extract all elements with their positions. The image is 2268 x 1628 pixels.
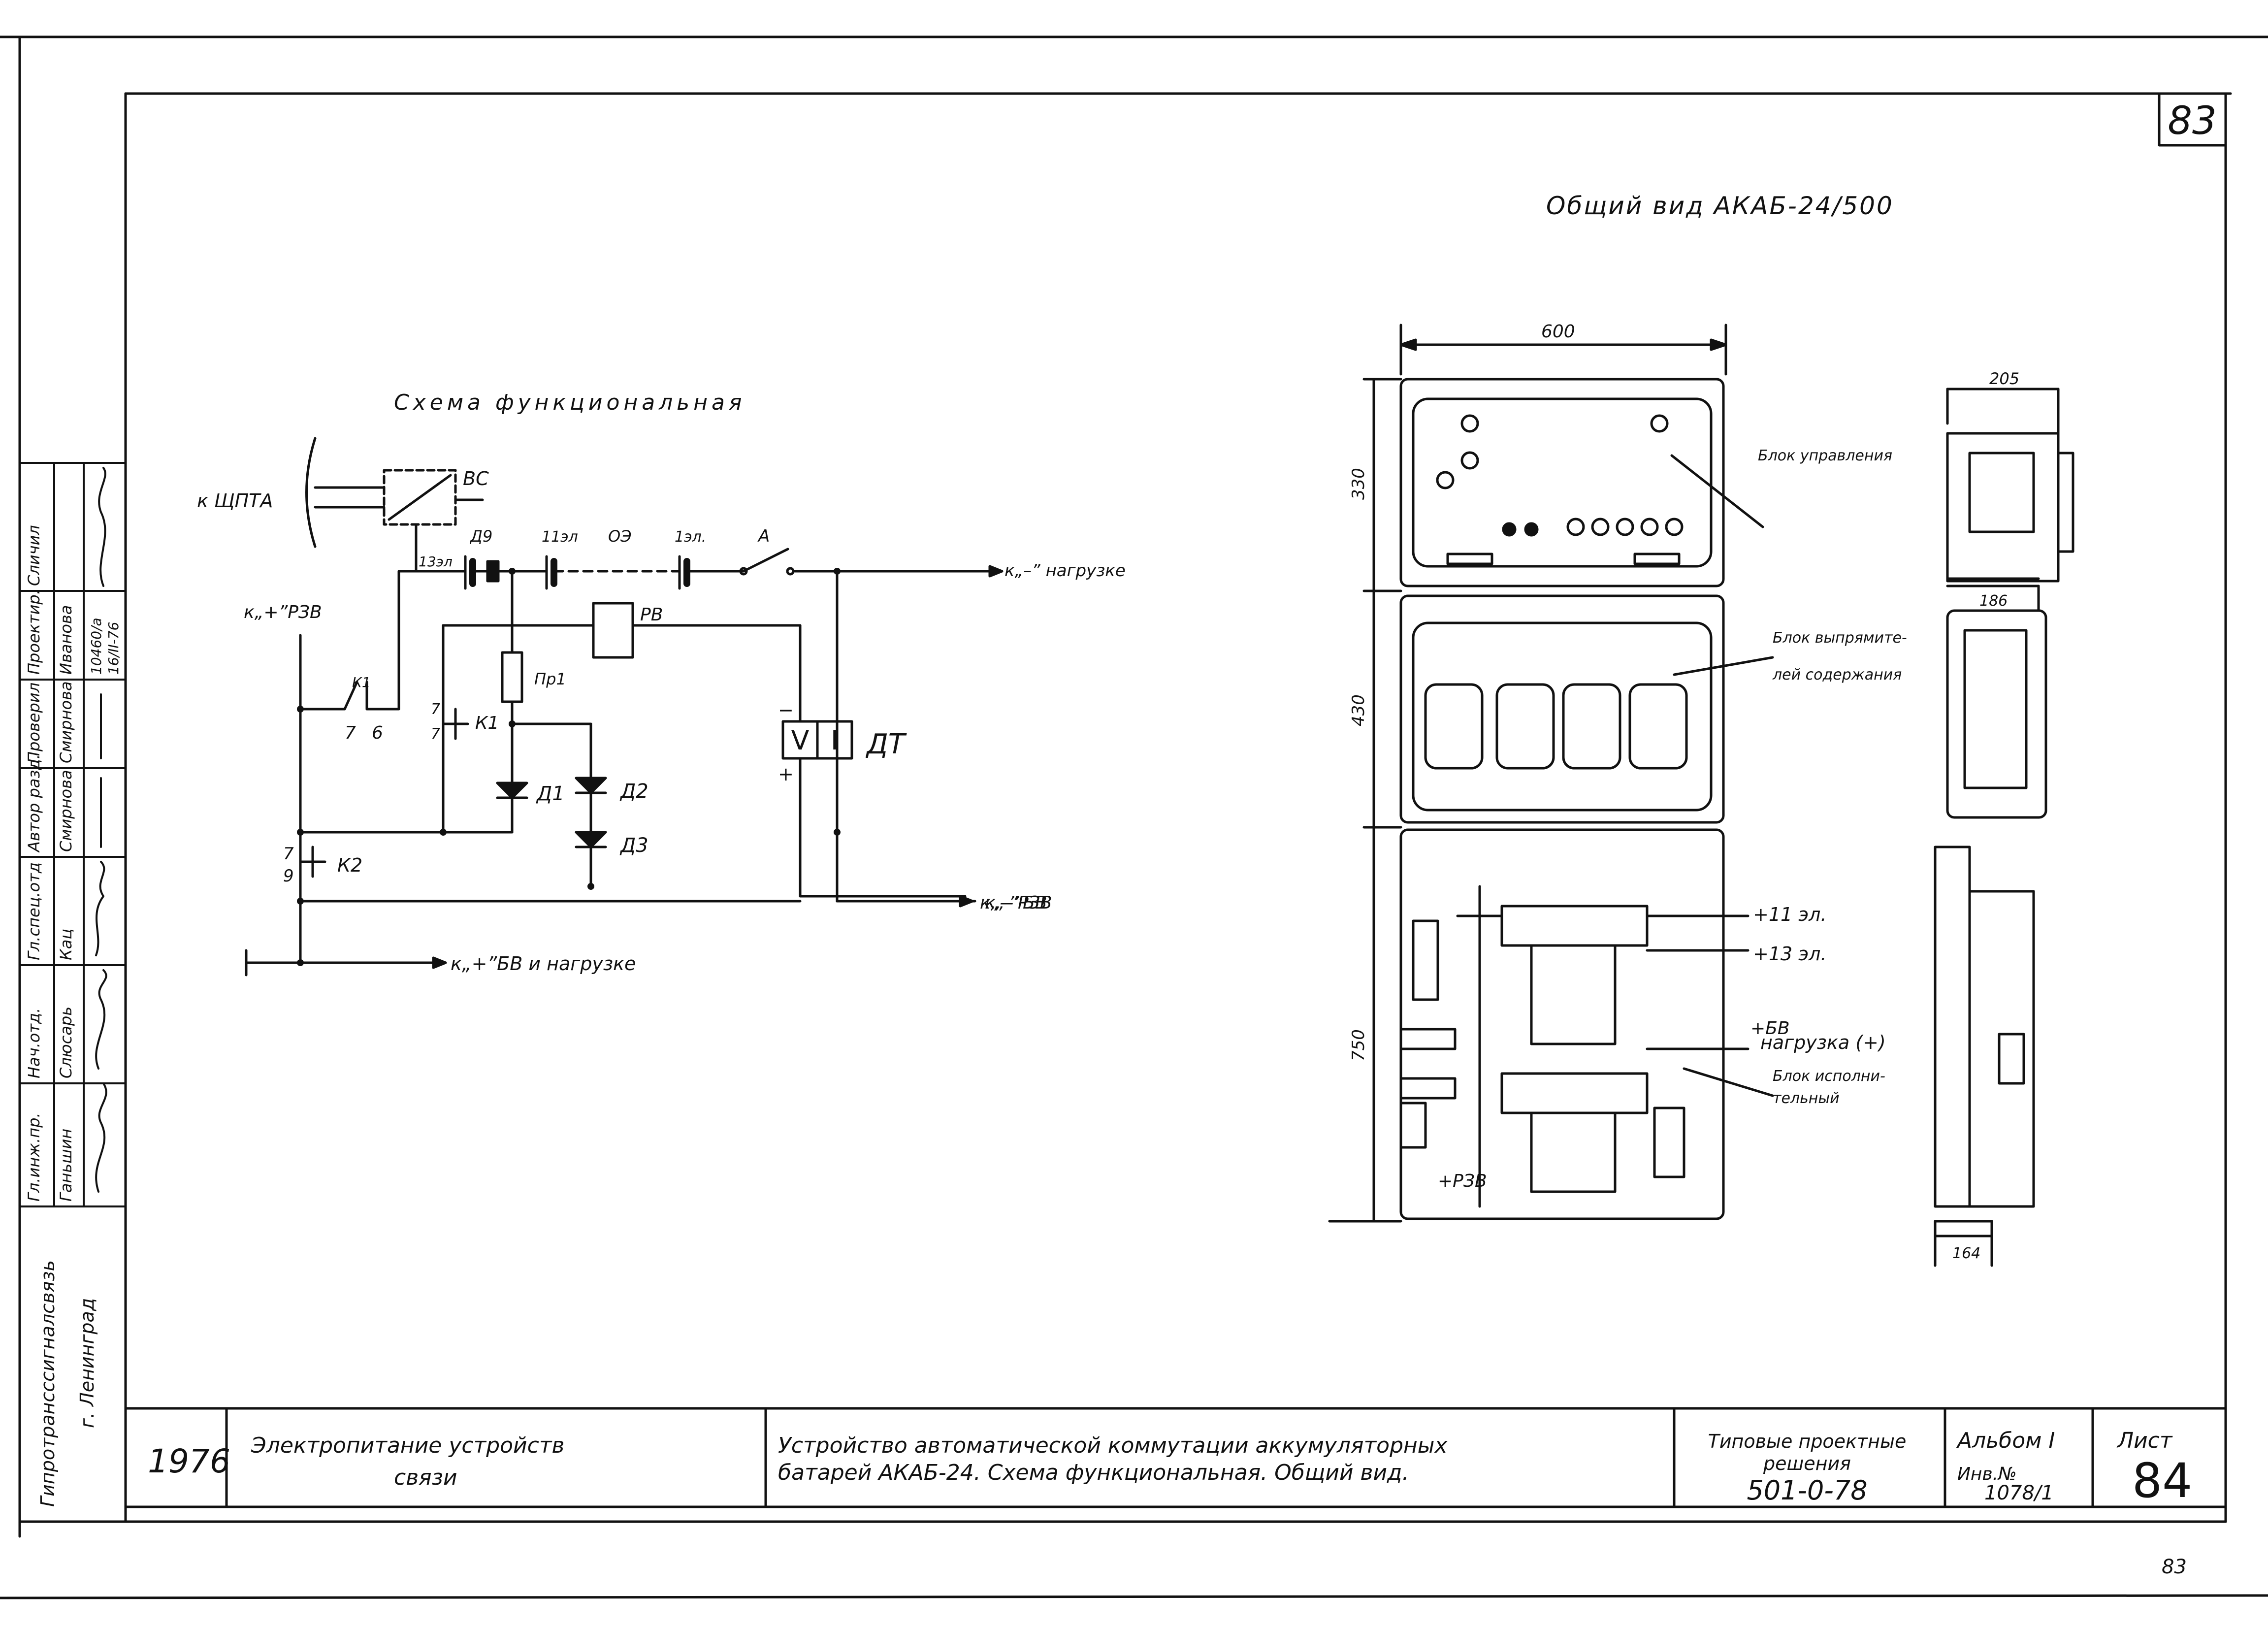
label-vs: ВС [463,468,489,489]
label-k2-n2: 9 [283,866,294,886]
tb-inv-num: 1078/1 [1984,1482,2054,1504]
dim-600: 600 [1541,322,1575,342]
dim-330: 330 [1349,468,1368,500]
dim-430: 430 [1349,694,1368,726]
org-city: г. Ленинград [76,1298,98,1428]
label-exec-block-1: Блок исполни- [1773,1068,1885,1085]
view-title: Общий вид АКАБ-24/500 [1546,192,1894,220]
label-el13: +13 эл. [1753,943,1827,965]
label-rectifier-block-2: лей содержания [1772,666,1902,684]
label-control-block: Блок управления [1758,447,1892,464]
name-3: Смирнова [57,770,75,852]
dim-205: 205 [1989,369,2019,388]
name-0: Ганьшин [57,1129,75,1202]
general-view: Общий вид АКАБ-24/500 [1328,192,2074,1267]
tb-topic-1: Электропитание устройств [251,1433,564,1458]
label-k-shchpta: к ЩПТА [197,490,273,512]
tb-year: 1976 [148,1442,230,1480]
label-pr1: Пр1 [534,670,566,688]
label-dt: ДТ [865,728,907,760]
label-el11: +11 эл. [1753,904,1827,925]
label-rzv: +РЗВ [1438,1171,1487,1191]
label-k1-n1: 7 [431,701,440,718]
tb-desc-2: батарей АКАБ-24. Схема функциональная. О… [778,1460,1409,1485]
label-load: нагрузка (+) [1760,1032,1886,1053]
tb-typ-2: решения [1763,1453,1851,1474]
label-plus-bv-load: к„+”БВ и нагрузке [451,953,636,975]
tb-album: Альбом I [1956,1428,2055,1453]
label-i: I [831,725,839,756]
functional-scheme: Схема функциональная [197,390,1126,977]
label-n6: 6 [372,723,383,743]
label-v: V [791,725,810,756]
code-1: 10460/а [88,618,104,675]
tb-typ-code: 501-0-78 [1747,1475,1867,1506]
signatures [95,467,107,1193]
label-minus: − [778,699,794,721]
title-block: 1976 Электропитание устройств связи Устр… [124,1407,2227,1508]
name-4: Смирнова [57,681,75,763]
tb-inv: Инв.№ [1957,1464,2017,1484]
label-d9: Д9 [469,527,492,546]
label-oe: ОЭ [608,527,632,546]
label-d3: Д3 [619,834,648,857]
tb-desc-1: Устройство автоматической коммутации акк… [778,1433,1448,1458]
label-k2-n1: 7 [283,844,294,864]
dim-186: 186 [1979,592,2008,610]
knobs [1436,414,1684,537]
label-bv: +БВ [1750,1018,1790,1039]
label-d2: Д2 [619,780,648,803]
tb-typ-1: Типовые проектные [1708,1431,1907,1452]
name-2: Кац [57,929,75,960]
label-plus: + [778,763,794,785]
scheme-title: Схема функциональная [394,390,745,415]
sheet-frame [0,35,2268,1599]
label-minus-bv-line: к„–”БВ [985,893,1047,913]
role-4: Проверил [25,683,43,763]
tb-topic-2: связи [394,1465,457,1490]
label-plus-rzv: к„+”РЗВ [244,602,322,622]
scheme-nodes [297,568,841,966]
label-k1-n2: 7 [431,725,440,743]
dim-750: 750 [1349,1029,1368,1061]
label-el1: 1эл. [675,528,706,546]
label-k1: К1 [475,713,499,733]
label-a: А [757,526,770,546]
role-2: Гл.спец.отд [25,862,43,960]
label-d1: Д1 [536,782,565,805]
tb-sheet-label: Лист [2116,1428,2173,1453]
code-2: 16/II-76 [105,622,122,675]
page-footer-number: 83 [2162,1556,2187,1578]
label-rectifier-block-1: Блок выпрямите- [1773,629,1907,647]
label-el13: 13эл [419,554,453,570]
role-3: Автор разд. [25,754,43,853]
left-stamp: Гл.инж.пр. Нач.отд. Гл.спец.отд Автор ра… [19,462,127,1523]
dim-164: 164 [1952,1245,1980,1262]
org-name: Гипротрансссигналсвязь [37,1260,59,1507]
label-k2: К2 [337,854,362,876]
label-el11: 11эл [542,528,578,546]
label-rv: РВ [640,605,663,625]
role-0: Гл.инж.пр. [25,1112,43,1202]
tb-sheet-num: 84 [2132,1453,2192,1508]
label-k1-switch: К1 [352,674,371,690]
name-5: Иванова [57,605,75,675]
role-5: Проектир. [25,589,43,675]
name-1: Слюсарь [57,1007,75,1078]
label-minus-rzv: к„–”РЗВ [980,893,1052,913]
label-exec-block-2: тельный [1773,1090,1840,1107]
role-6: Сличил [25,525,43,586]
corner-number: 83 [2168,99,2216,143]
role-1: Нач.отд. [25,1008,43,1078]
label-n7: 7 [345,723,356,743]
label-load-minus: к„–” нагрузке [1004,561,1126,581]
